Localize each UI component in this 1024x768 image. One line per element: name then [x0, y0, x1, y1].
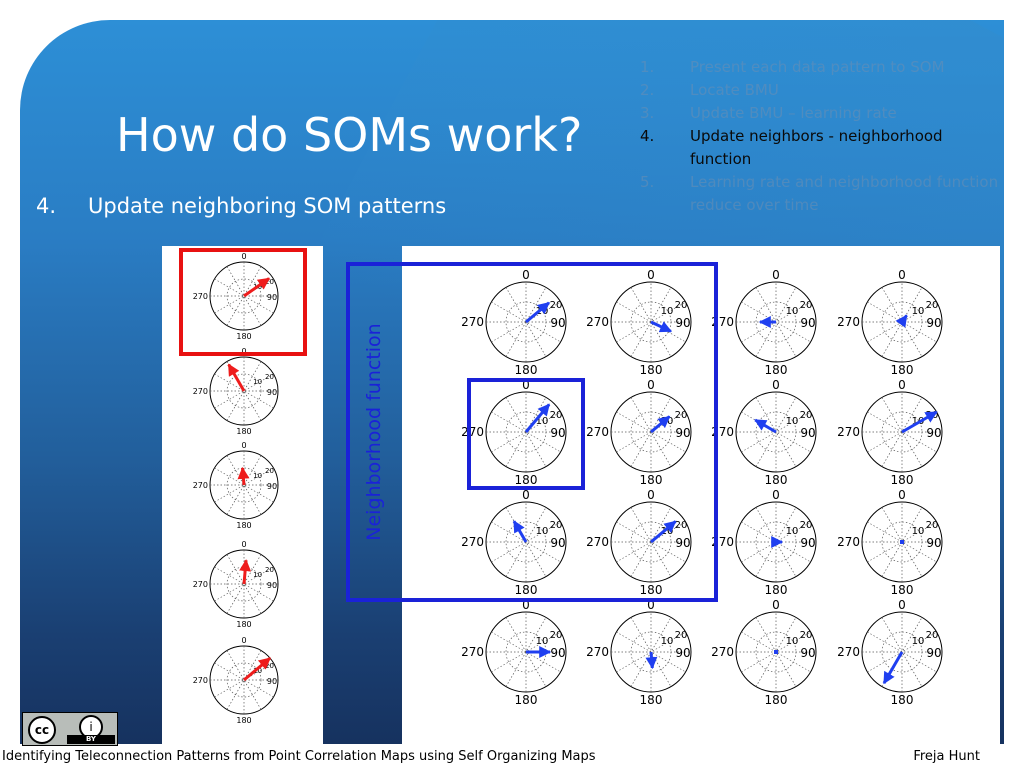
current-step-number: 4.: [36, 194, 57, 218]
steps-list-item: 3. Update BMU – learning rate: [640, 102, 1000, 125]
step-text: Learning rate and neighborhood function …: [690, 173, 999, 214]
step-number: 1.: [640, 58, 655, 76]
footer-author: Freja Hunt: [913, 749, 980, 764]
steps-list: 1. Present each data pattern to SOM 2. Loc…: [640, 56, 1000, 217]
step-text: Present each data pattern to SOM: [690, 58, 945, 76]
footer-bar: [0, 744, 1024, 768]
slide-title: How do SOMs work?: [116, 108, 583, 162]
step-number: 4.: [640, 127, 655, 145]
step-number: 5.: [640, 173, 655, 191]
steps-list-item: 5. Learning rate and neighborhood functio…: [640, 171, 1000, 217]
current-step: 4. Update neighboring SOM patterns: [36, 194, 446, 218]
footer-title: Identifying Teleconnection Patterns from…: [2, 749, 596, 764]
steps-list-item: 1. Present each data pattern to SOM: [640, 56, 1000, 79]
steps-list-item-active: 4. Update neighbors - neighborhood functi…: [640, 125, 1000, 171]
step-number: 2.: [640, 81, 655, 99]
cc-icon: cc: [28, 716, 56, 744]
step-number: 3.: [640, 104, 655, 122]
current-step-text: Update neighboring SOM patterns: [88, 194, 447, 218]
step-text: Locate BMU: [690, 81, 779, 99]
steps-list-item: 2. Locate BMU: [640, 79, 1000, 102]
step-text: Update BMU – learning rate: [690, 104, 897, 122]
step-text: Update neighbors - neighborhood function: [690, 127, 943, 168]
cc-license-badge: cc i BY: [22, 712, 118, 746]
input-patterns-panel: [162, 246, 323, 744]
som-grid-panel: [402, 246, 1000, 744]
cc-by-label: BY: [67, 735, 115, 744]
